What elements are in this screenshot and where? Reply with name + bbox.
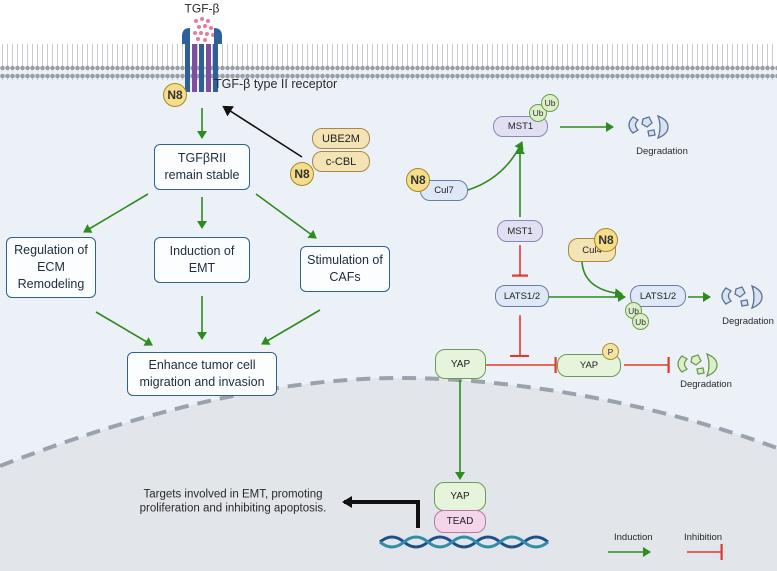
degradation-fragments-3: [677, 352, 718, 378]
tgf-beta-ligand: [193, 17, 215, 42]
hippo-inhibition-arrows: [486, 245, 670, 373]
dna-helix: [379, 535, 549, 549]
migration-invasion-box: Enhance tumor cell migration and invasio…: [127, 352, 277, 396]
cell-membrane: [0, 44, 777, 80]
nedd8-ccbl: N8: [290, 162, 314, 186]
tgf-beta-label: TGF-β: [184, 1, 220, 16]
nedd8-receptor: N8: [163, 83, 187, 107]
degradation-label-2: Degradation: [722, 316, 774, 328]
degradation-label-3: Degradation: [680, 379, 732, 391]
legend-inhibition-label: Inhibition: [684, 532, 723, 543]
yap-cytoplasm: YAP: [435, 349, 486, 379]
lats-ub-pill: LATS1/2: [630, 285, 686, 307]
nucleus: [0, 378, 777, 571]
ubiquitin-ligase-arrow: [222, 105, 303, 158]
tgf-beta-receptor: [182, 28, 222, 92]
hippo-induction-arrows: [455, 122, 711, 480]
degradation-fragments-2: [721, 284, 763, 310]
degradation-label-1: Degradation: [636, 146, 688, 158]
nedd8-cul7: N8: [406, 168, 430, 192]
c-cbl-pill: c-CBL: [312, 151, 370, 172]
ubiquitin-lats-b: Ub: [632, 313, 649, 330]
nuclear-envelope: [0, 375, 777, 468]
legend-induction-label: Induction: [614, 532, 653, 543]
mst1-pill: MST1: [497, 220, 543, 242]
tgfbrii-stable-box: TGFβRII remain stable: [154, 144, 250, 190]
lats-pill: LATS1/2: [495, 285, 549, 307]
yap-phosphorylated: YAP: [557, 354, 621, 377]
yap-nucleus: YAP: [434, 482, 486, 511]
ube2m-pill: UBE2M: [312, 128, 370, 149]
ecm-remodeling-box: Regulation of ECM Remodeling: [6, 237, 96, 298]
tead-pill: TEAD: [434, 510, 486, 533]
targets-arrow: [342, 496, 420, 528]
left-pathway-arrows: [83, 108, 321, 346]
ubiquitin-mst1-b: Ub: [541, 94, 559, 112]
cul7-pill: Cul7: [420, 180, 468, 201]
receptor-label: TGF-β type II receptor: [214, 77, 338, 91]
nedd8-cul4: N8: [594, 228, 618, 252]
phosphate-badge: P: [602, 343, 619, 360]
targets-text: Targets involved in EMT, promoting proli…: [139, 488, 327, 515]
degradation-fragments-1: [628, 114, 669, 140]
emt-induction-box: Induction of EMT: [154, 237, 250, 283]
caf-stimulation-box: Stimulation of CAFs: [300, 246, 390, 292]
